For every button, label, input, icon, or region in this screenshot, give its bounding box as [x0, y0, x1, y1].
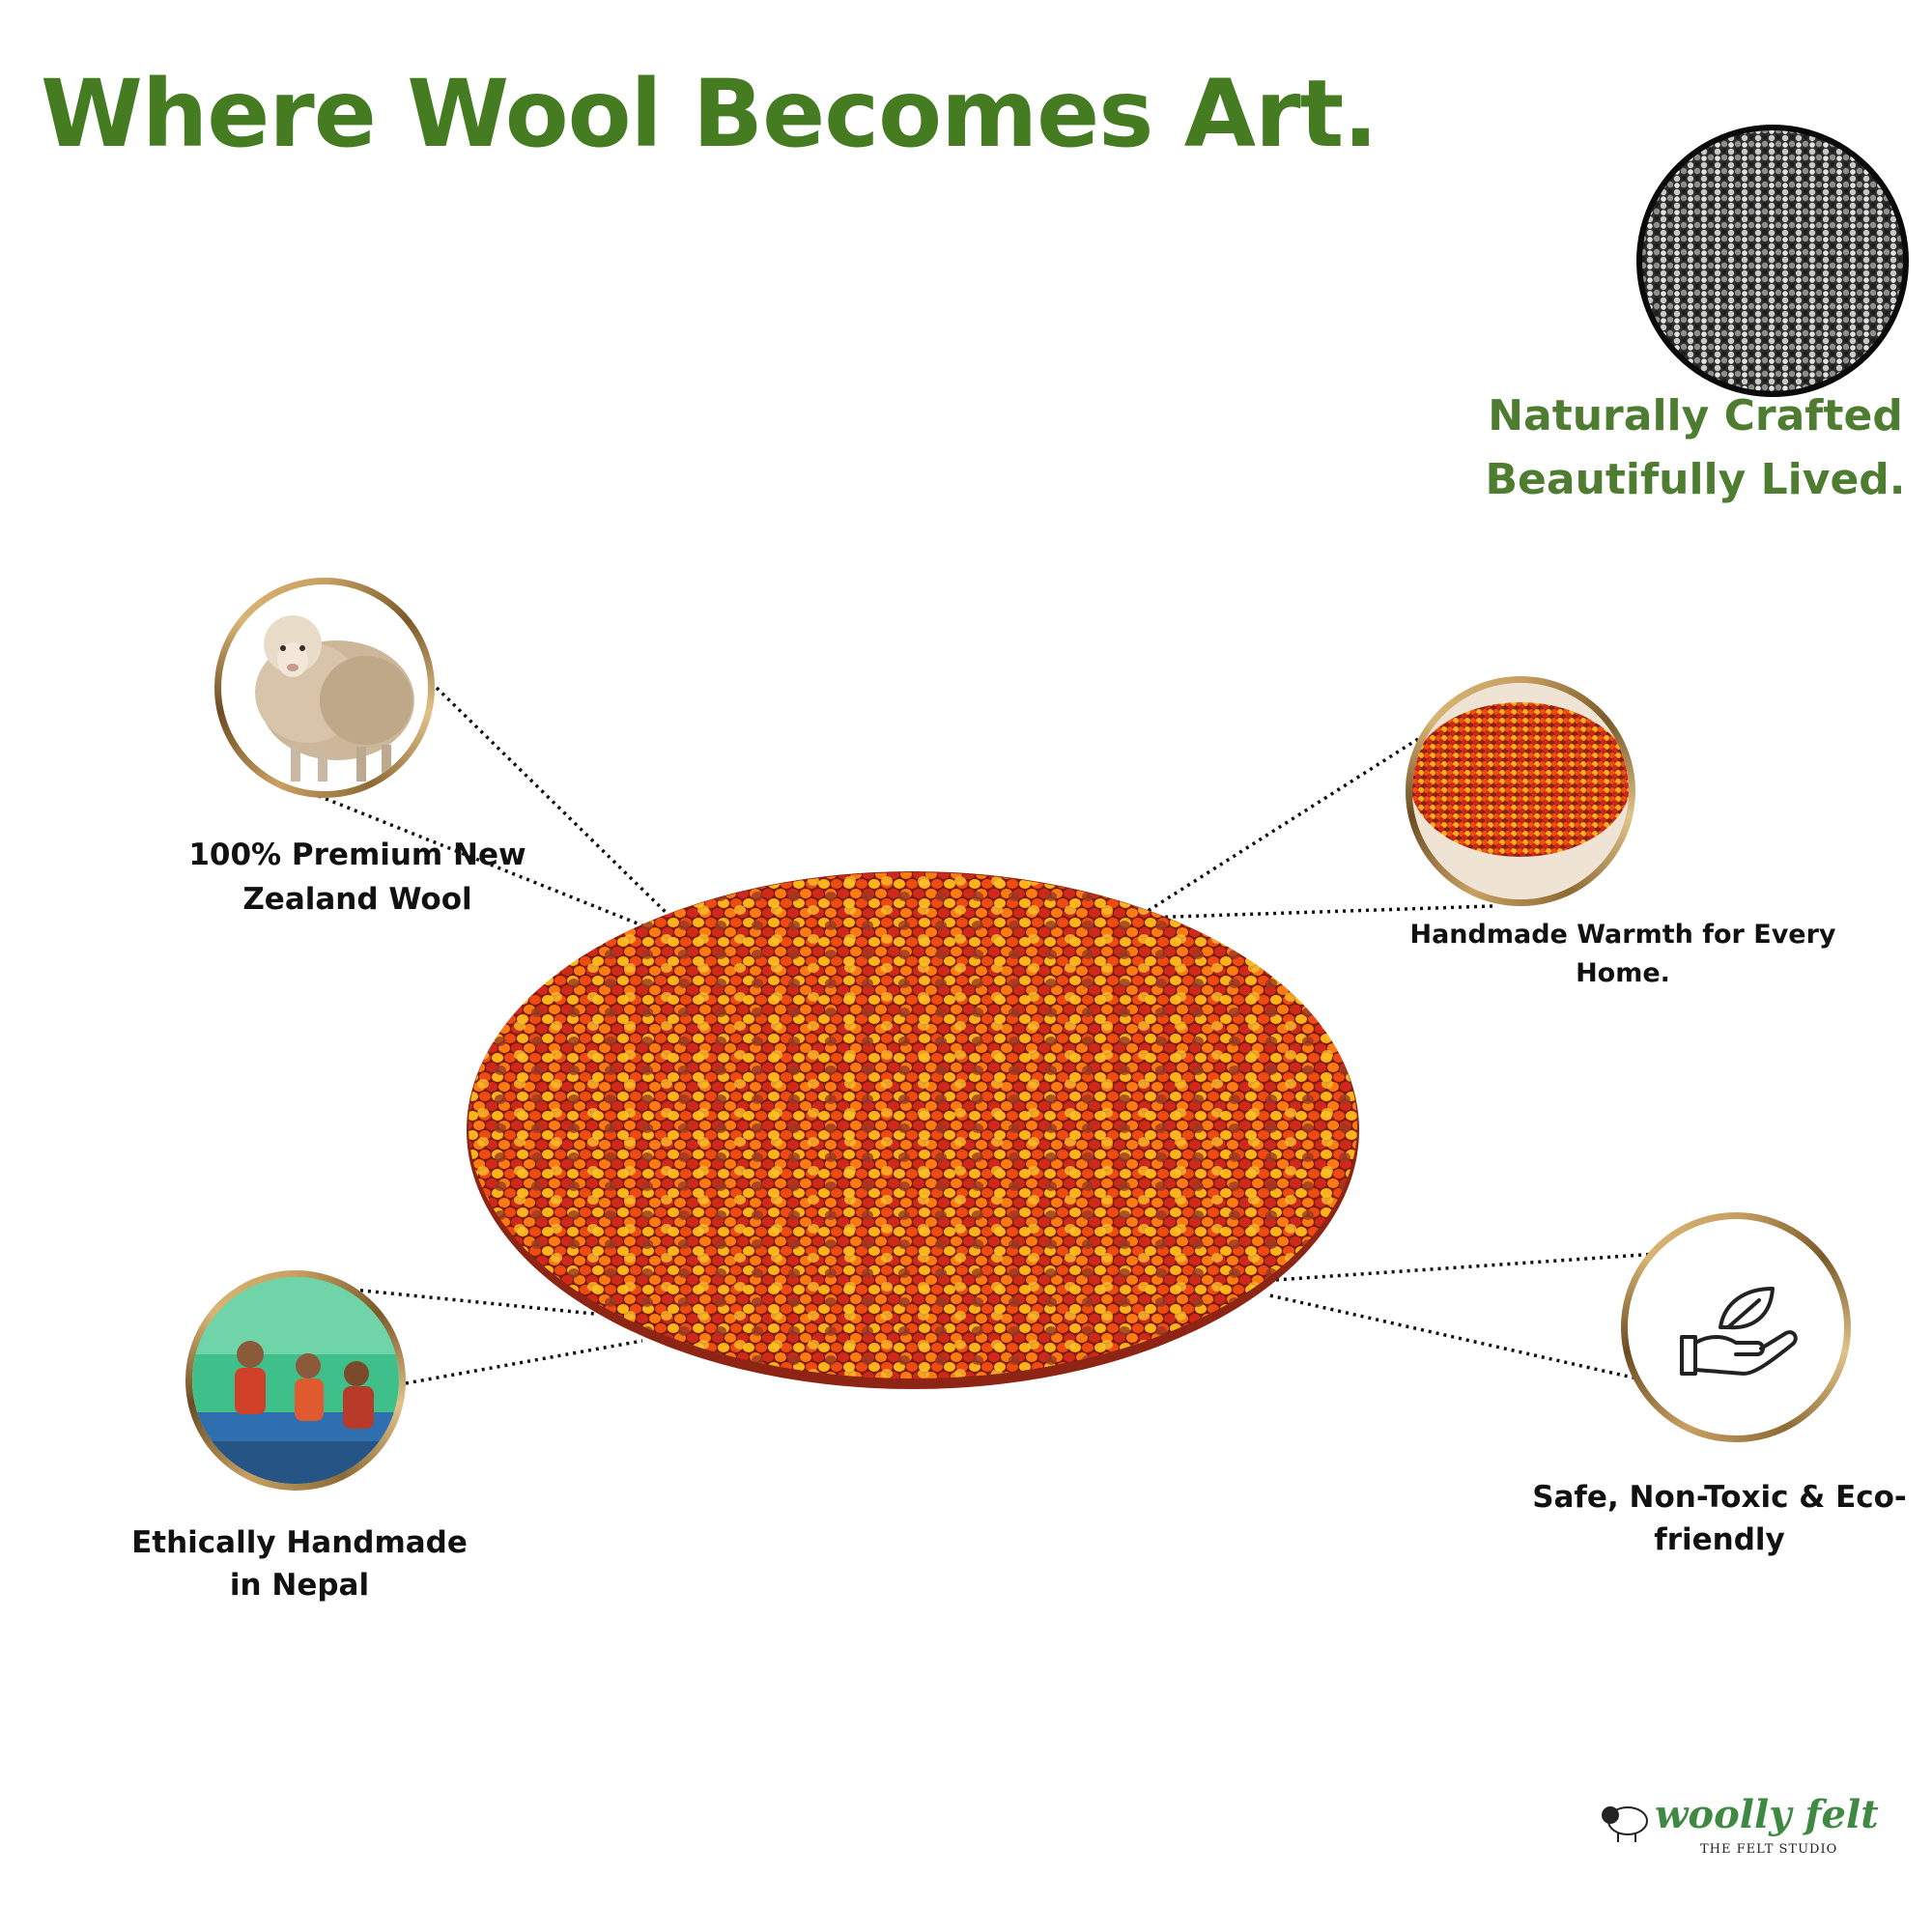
feature-warmth-badge	[1406, 676, 1635, 906]
feature-warmth-line1: Handmade Warmth for Every	[1409, 920, 1836, 950]
connector-line	[1274, 1252, 1658, 1282]
connector-line	[405, 1339, 643, 1385]
artisans-photo-icon	[192, 1277, 399, 1484]
tagline: Naturally Crafted Beautifully Lived.	[1468, 384, 1922, 512]
tagline-line1: Naturally Crafted	[1488, 391, 1903, 440]
feature-warmth-label: Handmade Warmth for Every Home.	[1391, 916, 1855, 993]
feature-warmth-line2: Home.	[1576, 958, 1670, 988]
logo-subtitle: THE FELT STUDIO	[1700, 1842, 1838, 1857]
rug-photo-icon	[1412, 683, 1629, 899]
feature-wool-line2: Zealand Wool	[242, 882, 472, 917]
feature-nepal-label: Ethically Handmade in Nepal	[126, 1521, 473, 1606]
connector-line	[352, 1288, 595, 1316]
feature-wool-badge	[214, 578, 435, 798]
feature-nepal-badge	[185, 1270, 406, 1491]
tagline-line2: Beautifully Lived.	[1485, 455, 1906, 504]
feature-wool-label: 100% Premium New Zealand Wool	[155, 833, 560, 922]
orange-felt-rug-icon	[467, 871, 1359, 1389]
grey-rug-swatch-icon	[1636, 125, 1909, 397]
sheep-icon	[255, 615, 414, 781]
hand-leaf-icon	[1680, 1287, 1798, 1376]
connector-line	[289, 782, 643, 927]
feature-warmth-image	[1412, 683, 1629, 899]
connector-line	[435, 686, 678, 924]
feature-wool-image	[221, 584, 428, 791]
feature-wool-line1: 100% Premium New	[188, 838, 526, 872]
feature-nepal-image	[192, 1277, 399, 1484]
page-headline: Where Wool Becomes Art.	[41, 60, 1378, 168]
brand-logo: woolly felt THE FELT STUDIO	[1599, 1792, 1879, 1860]
feature-eco-line2: friendly	[1654, 1522, 1785, 1557]
feature-eco-image	[1628, 1219, 1844, 1435]
feature-eco-line1: Safe, Non-Toxic & Eco-	[1532, 1480, 1907, 1515]
feature-eco-label: Safe, Non-Toxic & Eco- friendly	[1517, 1476, 1922, 1561]
logo-wordmark: woolly felt	[1655, 1792, 1879, 1837]
feature-nepal-line2: in Nepal	[229, 1568, 370, 1603]
feature-nepal-line1: Ethically Handmade	[131, 1525, 468, 1560]
feature-eco-badge	[1621, 1212, 1851, 1442]
sheep-logo-icon	[1602, 1806, 1648, 1842]
